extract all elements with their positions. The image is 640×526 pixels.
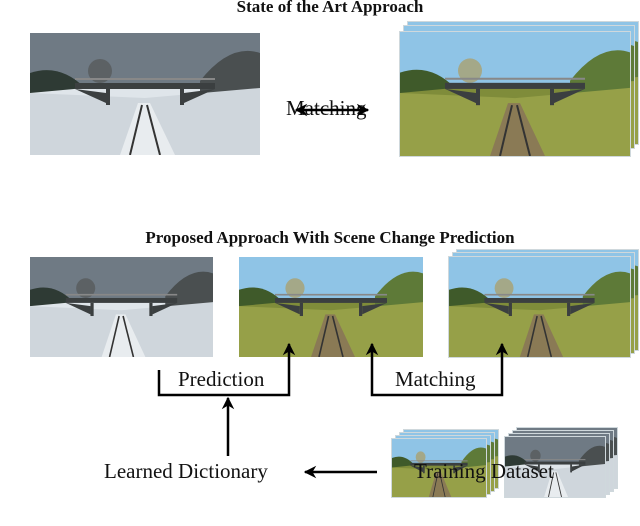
database-frame (400, 32, 630, 156)
prediction-label: Prediction (178, 367, 265, 391)
bottom-title: Proposed Approach With Scene Change Pred… (145, 228, 515, 247)
training-frame (392, 439, 486, 497)
bottom-query-winter-image (30, 257, 213, 357)
top-title: State of the Art Approach (236, 0, 424, 16)
learned-dictionary-label: Learned Dictionary (104, 459, 268, 483)
matching-label: Matching (395, 367, 476, 391)
predicted-summer-image (239, 257, 423, 357)
top-query-winter-image (30, 33, 260, 155)
training-frame (505, 437, 605, 497)
training-winter-stack (505, 428, 620, 498)
top-database-image-stack (400, 22, 640, 156)
prediction-arrow (157, 342, 296, 397)
bottom-database-image-stack (449, 250, 640, 358)
training-summer-stack (392, 430, 500, 498)
matching-arrow (365, 342, 509, 397)
training-dataset-label: Training Dataset (414, 459, 554, 483)
database-frame (449, 257, 630, 357)
